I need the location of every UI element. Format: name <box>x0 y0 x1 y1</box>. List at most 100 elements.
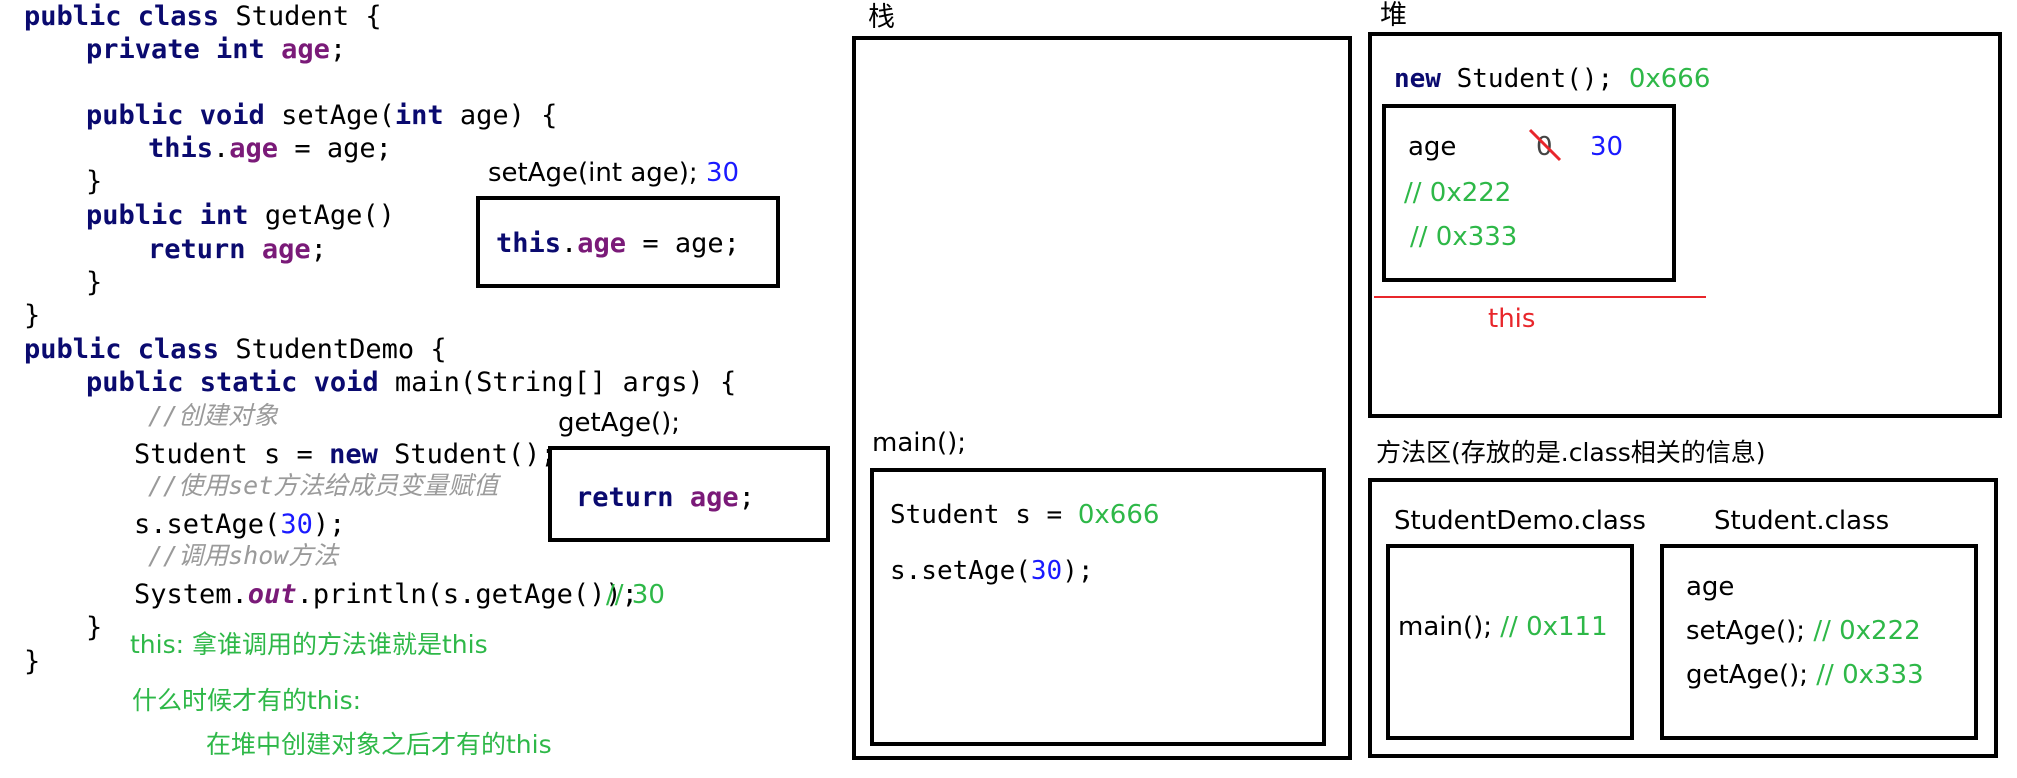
code-line-setage-call: s.setAge(30); <box>134 511 345 538</box>
call: s.setAge( <box>134 509 281 540</box>
punct: . <box>561 228 578 259</box>
field-name: age <box>229 133 279 164</box>
call: s.setAge( <box>890 556 1031 586</box>
keyword: this <box>496 228 562 259</box>
heap-box <box>1368 32 2002 418</box>
main-frame-student-s: Student s = 0x666 <box>890 502 1159 528</box>
comment-result-30: // 30 <box>606 580 665 610</box>
keyword: return <box>576 482 674 513</box>
stack-title: 栈 <box>868 2 895 33</box>
code-line-return: return age; <box>148 236 327 263</box>
student-class-label: Student.class <box>1714 506 1890 536</box>
decl: Student s = <box>890 500 1078 530</box>
main-frame-box: Student s = 0x666 s.setAge(30); <box>870 468 1326 746</box>
punct: ); <box>312 509 346 540</box>
heap-title: 堆 <box>1380 0 1407 31</box>
keyword: public class <box>24 334 220 365</box>
getage-method-entry: getAge(); // 0x333 <box>1686 662 1924 688</box>
code-line-main-signature: public static void main(String[] args) { <box>86 369 736 396</box>
note-when-this: 什么时候才有的this: <box>132 686 362 715</box>
code-line-getage-signature: public int getAge() <box>86 202 395 229</box>
studentdemo-class-label: StudentDemo.class <box>1394 506 1646 536</box>
code-line-setage-signature: public void setAge(int age) { <box>86 102 557 129</box>
keyword: private int <box>86 34 265 65</box>
field-name: age <box>689 482 739 513</box>
comment-create-object: //创建对象 <box>148 401 279 430</box>
system: System. <box>134 579 248 610</box>
punct: ); <box>1062 556 1094 586</box>
strike-through-icon <box>1528 128 1562 162</box>
code-line-class-studentdemo: public class StudentDemo { <box>24 336 447 363</box>
decl: Student s = <box>134 439 330 470</box>
main-method-entry: main(); // 0x111 <box>1398 614 1608 640</box>
stack-box <box>852 36 1352 760</box>
setage-frame-code: this.age = age; <box>496 230 740 257</box>
keyword: public int <box>86 200 249 231</box>
keyword: return <box>148 234 246 265</box>
object-ref-0x222: // 0x222 <box>1404 178 1512 208</box>
method-name: main(); <box>1398 612 1493 642</box>
keyword: this <box>148 133 214 164</box>
code-brace: } <box>86 612 103 643</box>
code-line-println: System.out.println(s.getAge()); <box>134 581 638 608</box>
method-area-title: 方法区(存放的是.class相关的信息) <box>1376 438 1766 467</box>
keyword: new <box>1394 64 1441 94</box>
studentdemo-class-box: main(); // 0x111 <box>1386 544 1634 740</box>
class-age-field: age <box>1686 572 1735 602</box>
getage-frame-code: return age; <box>576 484 755 511</box>
method-name: setAge(); <box>1686 616 1806 646</box>
student-object-box: age 0 30 // 0x222 // 0x333 <box>1382 104 1676 282</box>
object-ref-0x333: // 0x333 <box>1410 222 1518 252</box>
method-name: getAge() <box>248 200 395 231</box>
class-name: StudentDemo { <box>219 334 447 365</box>
ctor: Student(); <box>1440 64 1614 94</box>
field-name: age <box>261 234 311 265</box>
method-name: setAge( <box>264 100 395 131</box>
setage-method-entry: setAge(); // 0x222 <box>1686 618 1921 644</box>
code-line-this-assign: this.age = age; <box>148 135 392 162</box>
keyword: public static void <box>86 367 379 398</box>
address-0x222: // 0x222 <box>1813 616 1921 646</box>
number: 30 <box>1030 556 1063 586</box>
keyword: int <box>394 100 444 131</box>
setage-frame-box: this.age = age; <box>476 196 780 288</box>
getage-frame-label: getAge(); <box>558 408 681 438</box>
punct: . <box>213 133 230 164</box>
setage-frame-label: setAge(int age); 30 <box>488 160 739 186</box>
object-age-label: age <box>1408 132 1457 162</box>
code-brace: } <box>86 267 103 298</box>
getage-frame-box: return age; <box>548 446 830 542</box>
comment-show-method: //调用show方法 <box>148 541 339 570</box>
arg-value: 30 <box>705 158 740 188</box>
stack-main-label: main(); <box>872 428 967 458</box>
punct: ; <box>310 234 327 265</box>
method-name: main(String[] args) { <box>378 367 737 398</box>
heap-new-student: new Student(); 0x666 <box>1394 66 1710 92</box>
address-0x333: // 0x333 <box>1816 660 1924 690</box>
note-after-heap: 在堆中创建对象之后才有的this <box>206 730 552 759</box>
keyword: public class <box>24 1 220 32</box>
code-line-field: private int age; <box>86 36 346 63</box>
param: age) { <box>443 100 558 131</box>
code-line-new-student: Student s = new Student(); <box>134 441 557 468</box>
address-0x666: 0x666 <box>1077 500 1160 530</box>
class-name: Student { <box>219 1 382 32</box>
code-brace: } <box>24 646 41 677</box>
assign: = age; <box>278 133 392 164</box>
comment-set-method: //使用set方法给成员变量赋值 <box>148 471 499 500</box>
object-age-new-value: 30 <box>1590 132 1624 162</box>
label-text: setAge(int age); <box>488 158 698 188</box>
heap-this-label: this <box>1488 304 1536 334</box>
address-0x111: // 0x111 <box>1500 612 1608 642</box>
punct: ; <box>329 34 347 65</box>
code-line-class-student: public class Student { <box>24 3 382 30</box>
ctor: Student(); <box>377 439 557 470</box>
student-class-box: age setAge(); // 0x222 getAge(); // 0x33… <box>1660 544 1978 740</box>
code-brace: } <box>86 166 103 197</box>
keyword: public void <box>86 100 265 131</box>
punct: ; <box>738 482 755 513</box>
assign: = age; <box>626 228 740 259</box>
method-area-box <box>1368 478 1998 758</box>
field-name: age <box>577 228 627 259</box>
number: 30 <box>280 509 313 540</box>
